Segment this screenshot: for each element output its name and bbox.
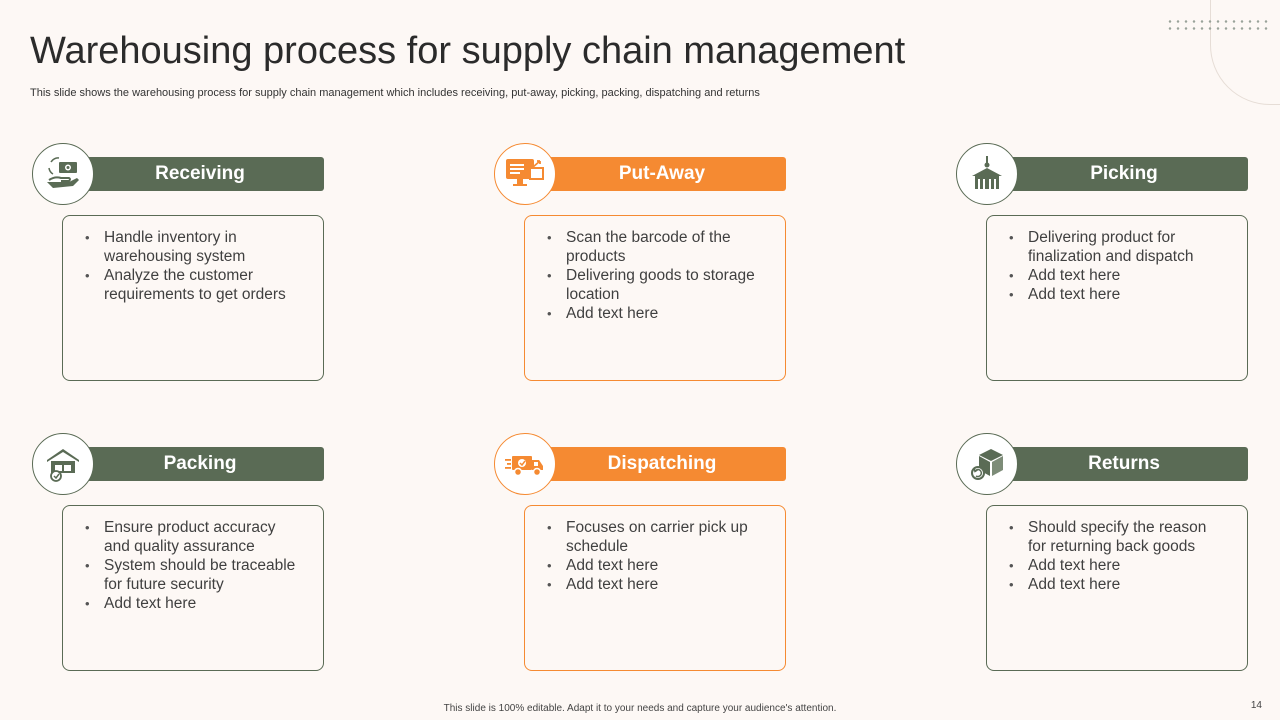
bullet-item: Add text here: [85, 594, 303, 613]
bullet-item: Add text here: [547, 556, 765, 575]
step-content: Handle inventory in warehousing system A…: [62, 215, 324, 381]
step-card-receiving: Receiving Handle inventory in warehousin…: [32, 143, 332, 383]
step-content: Focuses on carrier pick up schedule Add …: [524, 505, 786, 671]
step-label: Picking: [1090, 163, 1158, 184]
step-content: Delivering product for finalization and …: [986, 215, 1248, 381]
bullet-item: Add text here: [1009, 266, 1227, 285]
step-card-dispatching: Dispatching Focuses on carrier pick up s…: [494, 433, 794, 673]
step-card-picking: Picking Delivering product for finalizat…: [956, 143, 1256, 383]
step-header: Put-Away: [524, 157, 786, 191]
step-label: Packing: [163, 453, 237, 474]
step-label: Put-Away: [618, 163, 706, 184]
step-header: Dispatching: [524, 447, 786, 481]
step-card-returns: Returns Should specify the reason for re…: [956, 433, 1256, 673]
decorative-dot-grid: [1166, 18, 1272, 32]
bullet-item: Focuses on carrier pick up schedule: [547, 518, 765, 556]
crane-warehouse-icon: [956, 143, 1018, 205]
bullet-item: Add text here: [1009, 556, 1227, 575]
bullet-item: Analyze the customer requirements to get…: [85, 266, 303, 304]
step-header: Returns: [986, 447, 1248, 481]
bullet-item: Handle inventory in warehousing system: [85, 228, 303, 266]
step-card-put-away: Put-Away Scan the barcode of the product…: [494, 143, 794, 383]
bullet-item: Add text here: [547, 304, 765, 323]
hand-money-icon: [32, 143, 94, 205]
bullet-item: System should be traceable for future se…: [85, 556, 303, 594]
slide-title: Warehousing process for supply chain man…: [30, 30, 906, 72]
bullet-item: Add text here: [547, 575, 765, 594]
warehouse-boxes-icon: [32, 433, 94, 495]
step-card-packing: Packing Ensure product accuracy and qual…: [32, 433, 332, 673]
step-header: Packing: [62, 447, 324, 481]
step-content: Should specify the reason for returning …: [986, 505, 1248, 671]
bullet-item: Delivering product for finalization and …: [1009, 228, 1227, 266]
page-number: 14: [1250, 700, 1262, 711]
bullet-item: Should specify the reason for returning …: [1009, 518, 1227, 556]
slide-subtitle: This slide shows the warehousing process…: [30, 87, 760, 99]
step-label: Returns: [1088, 453, 1160, 474]
step-content: Ensure product accuracy and quality assu…: [62, 505, 324, 671]
decorative-corner-arc: [1210, 0, 1280, 105]
step-content: Scan the barcode of the products Deliver…: [524, 215, 786, 381]
monitor-box-icon: [494, 143, 556, 205]
return-box-icon: [956, 433, 1018, 495]
bullet-item: Delivering goods to storage location: [547, 266, 765, 304]
step-label: Receiving: [155, 163, 245, 184]
delivery-truck-icon: [494, 433, 556, 495]
step-header: Picking: [986, 157, 1248, 191]
bullet-item: Scan the barcode of the products: [547, 228, 765, 266]
slide-footer: This slide is 100% editable. Adapt it to…: [443, 703, 837, 714]
bullet-item: Ensure product accuracy and quality assu…: [85, 518, 303, 556]
step-label: Dispatching: [607, 453, 717, 474]
bullet-item: Add text here: [1009, 575, 1227, 594]
bullet-item: Add text here: [1009, 285, 1227, 304]
step-header: Receiving: [62, 157, 324, 191]
